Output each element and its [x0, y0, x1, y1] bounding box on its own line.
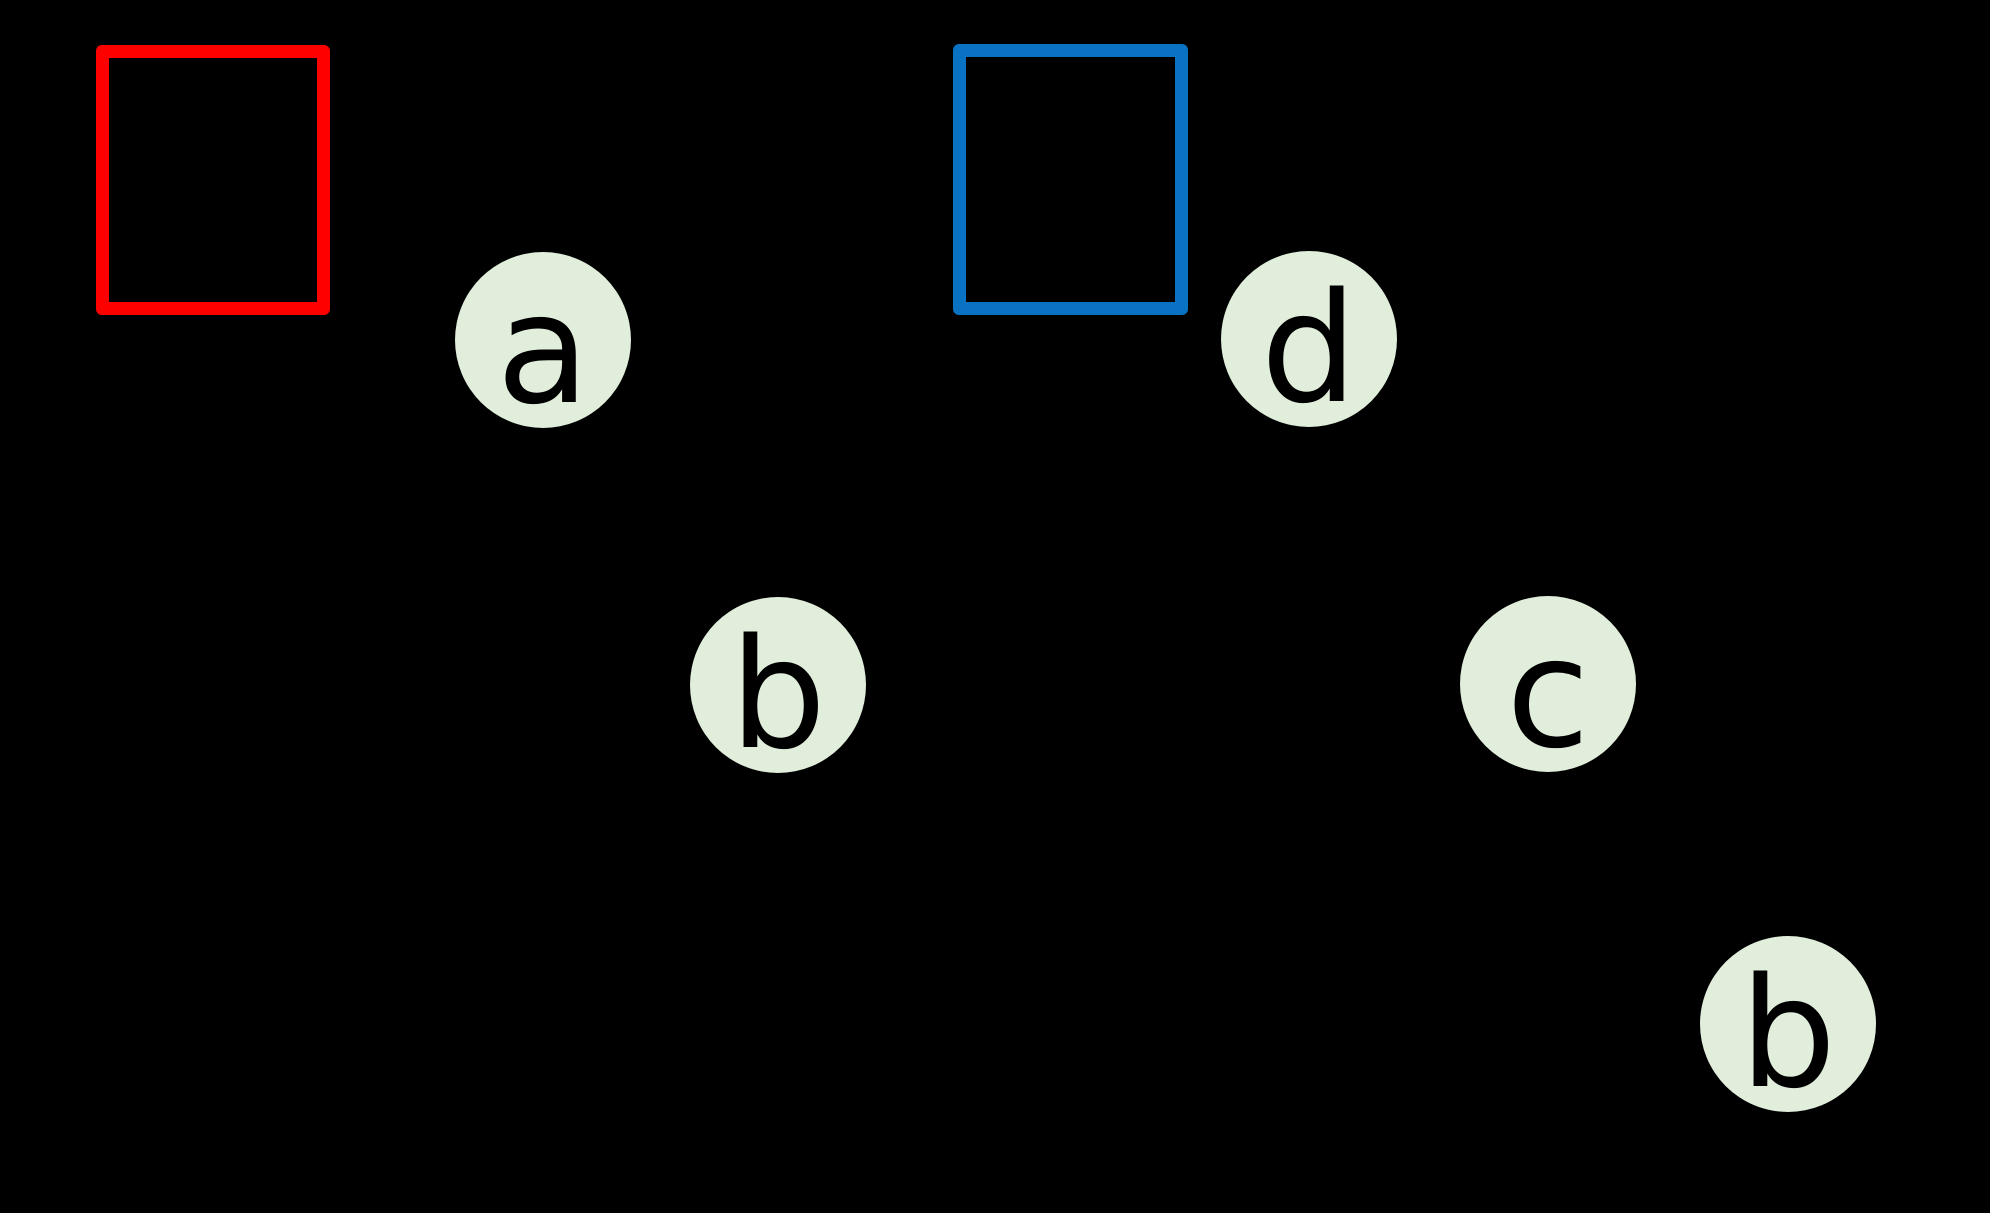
node-d: d [1221, 251, 1397, 427]
node-b-left-label: b [729, 606, 827, 783]
blue-square [953, 44, 1188, 315]
node-c: c [1460, 596, 1636, 772]
red-square [96, 45, 330, 315]
node-c-label: c [1506, 605, 1590, 782]
node-a: a [455, 252, 631, 428]
node-d-label: d [1260, 260, 1358, 437]
node-a-label: a [496, 261, 590, 438]
node-b-right-label: b [1739, 945, 1837, 1122]
node-b-left: b [690, 597, 866, 773]
node-b-right: b [1700, 936, 1876, 1112]
